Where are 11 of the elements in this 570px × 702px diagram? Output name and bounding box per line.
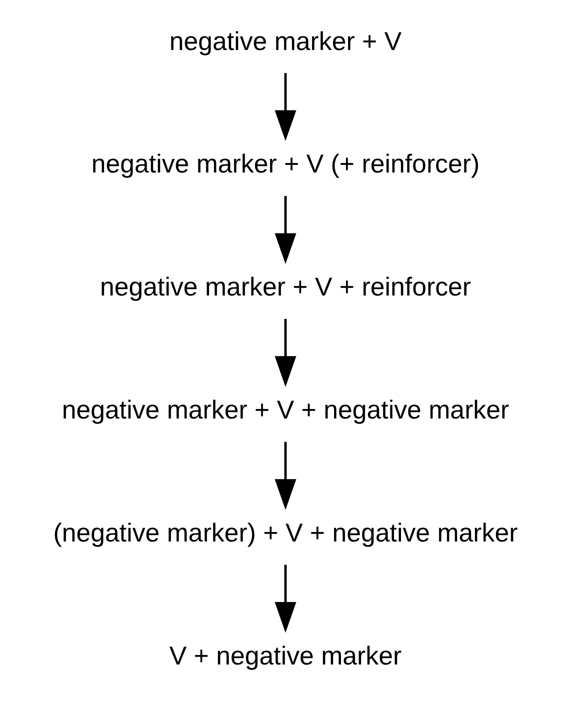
arrow: [274, 442, 296, 510]
arrow: [274, 196, 296, 264]
arrow: [274, 564, 296, 633]
node-text: V + negative marker: [168, 642, 402, 670]
arrow: [274, 318, 296, 387]
node-text: negative marker + V + reinforcer: [99, 274, 471, 302]
node-text: negative marker + V: [168, 28, 402, 56]
node-text: (negative marker) + V + negative marker: [52, 520, 518, 548]
node-text: negative marker + V (+ reinforcer): [90, 150, 480, 179]
arrow: [274, 73, 296, 142]
node-text: negative marker + V + negative marker: [61, 396, 509, 425]
